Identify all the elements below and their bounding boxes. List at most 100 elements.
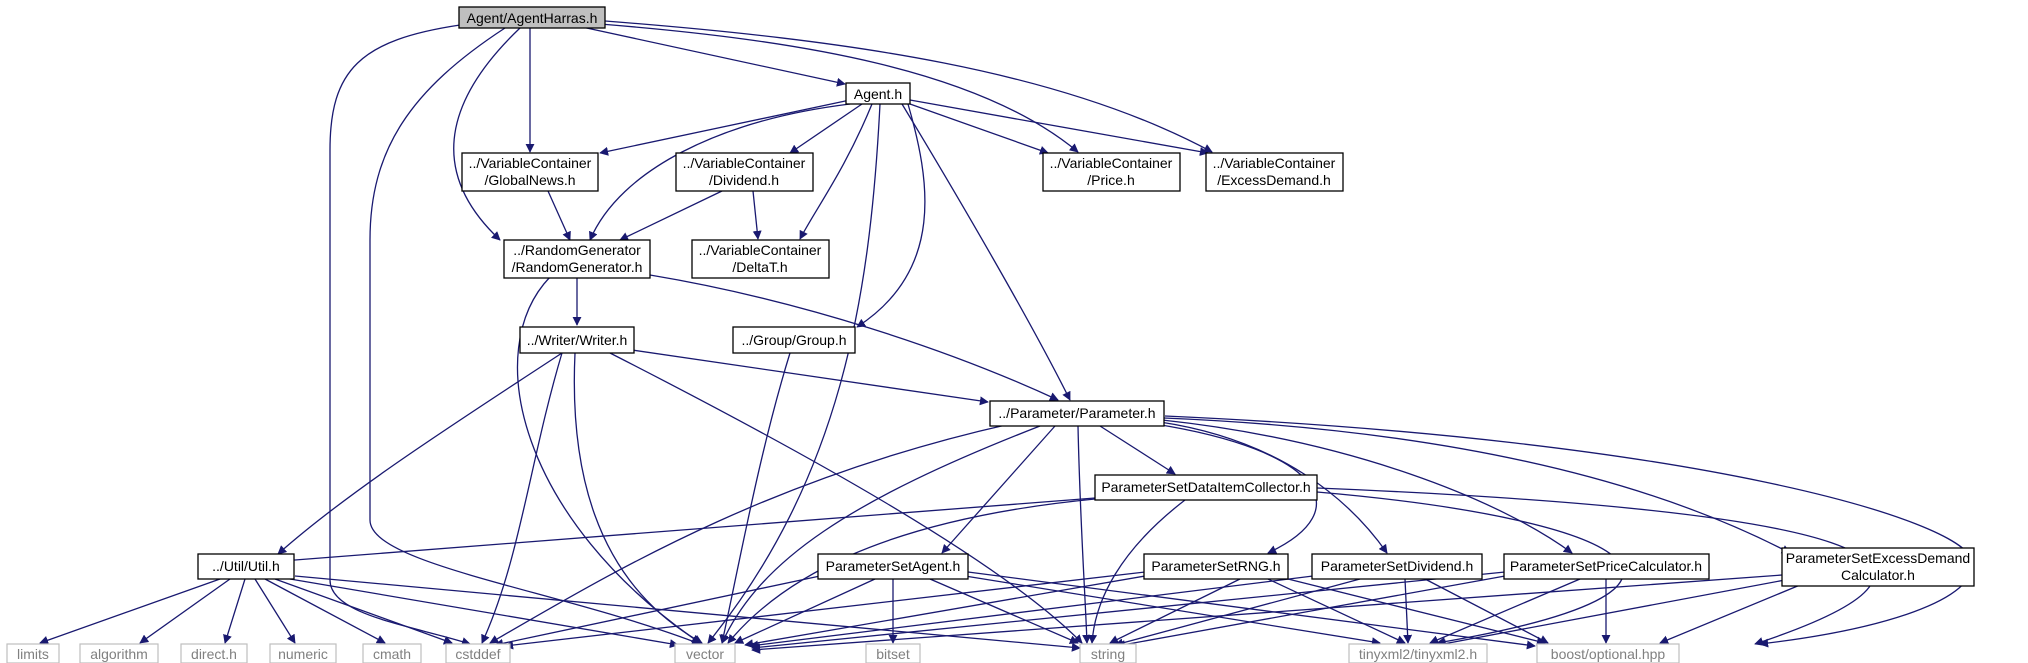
edge-writer-vector: [573, 352, 703, 644]
edge-agentharras-price: [599, 23, 1079, 153]
node-randomgenerator[interactable]: ../RandomGenerator /RandomGenerator.h: [503, 239, 651, 279]
node-psexcessdemandcalculator[interactable]: ParameterSetExcessDemand Calculator.h: [1781, 547, 1975, 587]
node-label-line2: Calculator.h: [1841, 567, 1915, 583]
node-label: cmath: [373, 646, 411, 662]
node-label: tinyxml2/tinyxml2.h: [1359, 646, 1477, 662]
node-label-line2: /DeltaT.h: [732, 259, 787, 275]
edge-dividend-randomgenerator: [619, 190, 723, 241]
edge-psdataitemcollector-util: [281, 497, 1096, 565]
node-parameter[interactable]: ../Parameter/Parameter.h: [989, 400, 1165, 427]
edge-globalnews-randomgenerator: [547, 190, 571, 241]
node-label: ParameterSetRNG.h: [1151, 558, 1280, 574]
node-label: ../Group/Group.h: [741, 332, 846, 348]
edge-randomgenerator-parameter: [649, 274, 1059, 401]
node-dividend[interactable]: ../VariableContainer /Dividend.h: [675, 152, 814, 192]
node-psdividend[interactable]: ParameterSetDividend.h: [1311, 553, 1483, 580]
edge-parameter-psdataitemcollector: [1099, 425, 1176, 475]
edge-util-vector: [289, 578, 679, 649]
node-label-line2: /RandomGenerator.h: [512, 259, 643, 275]
node-label-line1: ../VariableContainer: [1050, 155, 1173, 171]
edge-pspricecalc-string: [1116, 575, 1506, 649]
edge-agent-excessdemand: [909, 99, 1209, 157]
edge-psrng-tinyxml2: [1267, 578, 1406, 644]
node-label: ../Parameter/Parameter.h: [998, 405, 1155, 421]
edge-parameter-vector: [721, 425, 1041, 644]
node-price[interactable]: ../VariableContainer /Price.h: [1042, 152, 1181, 192]
edge-psdividend-string: [1114, 578, 1361, 648]
node-psdataitemcollector[interactable]: ParameterSetDataItemCollector.h: [1094, 474, 1318, 501]
node-label-line1: ParameterSetExcessDemand: [1786, 550, 1970, 566]
node-globalnews[interactable]: ../VariableContainer /GlobalNews.h: [461, 152, 599, 192]
edge-agent-deltat: [799, 103, 873, 240]
node-label-line2: /ExcessDemand.h: [1217, 172, 1331, 188]
node-limits[interactable]: limits: [6, 643, 60, 663]
node-label-line2: /Price.h: [1087, 172, 1134, 188]
edge-randomgenerator-vector: [516, 276, 701, 644]
edge-util-direct: [223, 578, 246, 644]
node-label: numeric: [278, 646, 328, 662]
edge-agent-randomgenerator: [589, 103, 851, 241]
node-string[interactable]: string: [1079, 643, 1137, 663]
node-label: string: [1091, 646, 1125, 662]
edge-writer-string: [609, 352, 1083, 644]
node-label: cstddef: [455, 646, 500, 662]
edge-agentharras-cstddef: [329, 24, 471, 646]
node-boost-optional[interactable]: boost/optional.hpp: [1536, 643, 1680, 663]
node-pspricecalculator[interactable]: ParameterSetPriceCalculator.h: [1503, 553, 1710, 580]
node-deltat[interactable]: ../VariableContainer /DeltaT.h: [691, 239, 830, 279]
node-cstddef[interactable]: cstddef: [445, 643, 511, 663]
node-vector[interactable]: vector: [674, 643, 736, 663]
node-util[interactable]: ../Util/Util.h: [197, 553, 295, 580]
edge-group-vector: [719, 352, 791, 644]
edge-agent-group: [856, 103, 926, 328]
edge-parameter-psagent: [941, 425, 1056, 554]
node-writer[interactable]: ../Writer/Writer.h: [519, 326, 635, 354]
edge-psrng-cstddef: [504, 571, 1146, 650]
edge-pspricecalc-vector: [751, 571, 1506, 652]
edge-psdataitemcollector-boost: [1316, 487, 1875, 646]
node-label: limits: [17, 646, 49, 662]
node-label-line1: ../VariableContainer: [699, 242, 822, 258]
node-label-line1: ../VariableContainer: [1213, 155, 1336, 171]
node-label: vector: [686, 646, 724, 662]
node-label-line2: /GlobalNews.h: [484, 172, 575, 188]
node-cmath[interactable]: cmath: [362, 643, 422, 663]
node-direct[interactable]: direct.h: [180, 643, 248, 663]
node-group[interactable]: ../Group/Group.h: [732, 326, 856, 354]
node-agent[interactable]: Agent.h: [845, 82, 911, 105]
edge-psagent-tinyxml2: [964, 575, 1381, 647]
edge-psagent-boost: [967, 571, 1536, 650]
node-excessdemand[interactable]: ../VariableContainer /ExcessDemand.h: [1205, 152, 1344, 192]
node-numeric[interactable]: numeric: [269, 643, 337, 663]
node-label: direct.h: [191, 646, 237, 662]
node-label: ParameterSetDataItemCollector.h: [1101, 479, 1310, 495]
edge-parameter-pspricecalculator: [1161, 419, 1573, 554]
node-label: bitset: [876, 646, 910, 662]
edge-util-string: [294, 575, 1081, 652]
edge-psexcesscalc-boost: [1659, 584, 1801, 645]
node-tinyxml2[interactable]: tinyxml2/tinyxml2.h: [1348, 643, 1488, 663]
node-psrng[interactable]: ParameterSetRNG.h: [1143, 553, 1289, 580]
edge-agentharras-randomgenerator: [453, 27, 521, 241]
edge-psexcesscalc-vector: [751, 574, 1783, 654]
edge-parameter-string: [1077, 425, 1092, 644]
node-label: algorithm: [90, 646, 148, 662]
edge-agentharras-excessdemand: [604, 20, 1213, 153]
edge-util-numeric: [254, 578, 296, 644]
node-psagent[interactable]: ParameterSetAgent.h: [817, 553, 969, 580]
node-label: ParameterSetPriceCalculator.h: [1510, 558, 1702, 574]
edge-dividend-deltat: [752, 190, 762, 240]
edge-parameter-boost: [1164, 415, 1973, 648]
node-bitset[interactable]: bitset: [865, 643, 921, 663]
edge-psagent-string: [929, 578, 1079, 644]
edge-psagent-cstddef: [494, 575, 821, 648]
edge-agent-vector: [707, 103, 881, 644]
edge-parameter-psexcessdemandcalc: [1163, 417, 1791, 554]
node-label: ParameterSetAgent.h: [826, 558, 961, 574]
edge-psdividend-boost: [1424, 578, 1549, 644]
edge-util-algorithm: [139, 578, 231, 644]
node-label-line2: /Dividend.h: [709, 172, 779, 188]
node-agentharras[interactable]: Agent/AgentHarras.h: [458, 6, 606, 29]
edge-writer-parameter: [631, 349, 989, 406]
node-algorithm[interactable]: algorithm: [79, 643, 159, 663]
